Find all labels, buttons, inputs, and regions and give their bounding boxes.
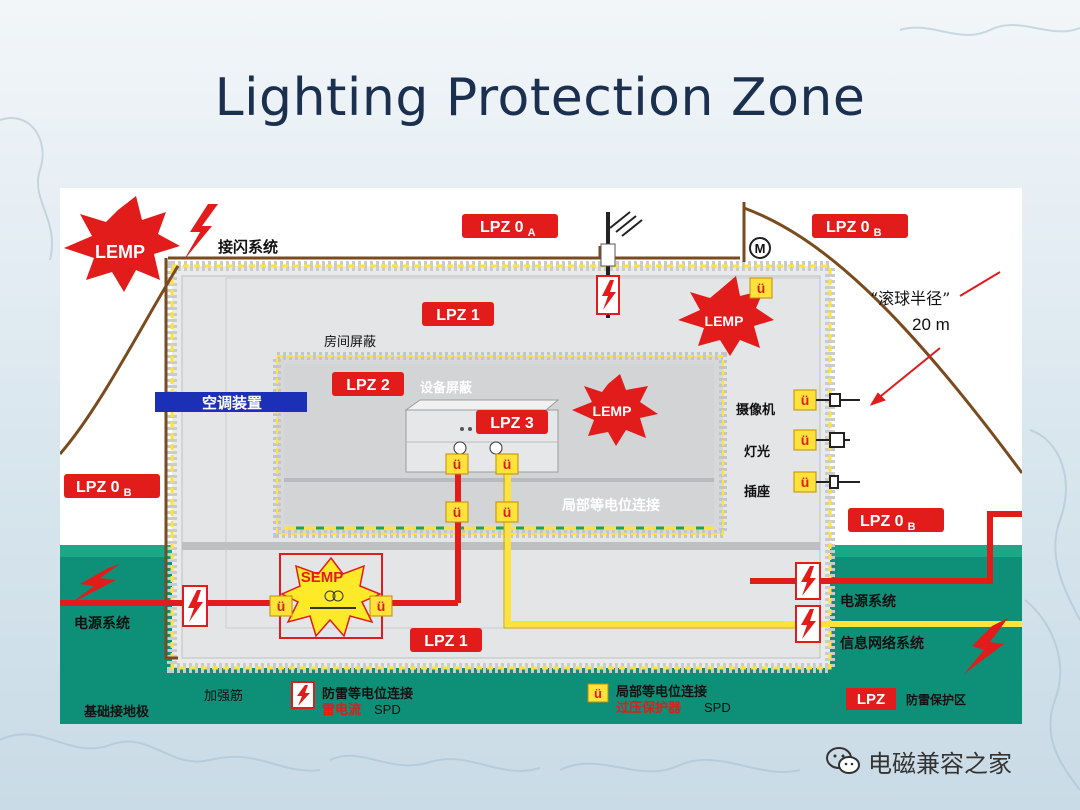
info-network-label: 信息网络系统	[840, 635, 924, 652]
camera-label: 摄像机	[736, 402, 775, 418]
rolling-sphere-arrows	[869, 271, 1001, 406]
u-badge-equip-2: ü	[503, 456, 512, 472]
u-badge-light: ü	[801, 432, 810, 448]
lpz3-label: LPZ 3	[490, 415, 534, 432]
legend-local-bonding: 局部等电位连接	[616, 684, 707, 700]
lpz1-top-label: LPZ 1	[436, 307, 480, 324]
room-shield-label: 房间屏蔽	[324, 334, 376, 350]
lpz1-bottom-label: LPZ 1	[424, 633, 468, 650]
legend-u-symbol: ü	[594, 686, 602, 701]
lemp-roof-label: LEMP	[705, 313, 744, 329]
legend-lpz-box	[846, 688, 896, 710]
watermark: 电磁兼容之家	[826, 744, 1012, 778]
legend-overvoltage: 过压保护器	[616, 700, 682, 716]
legend-lightning-current: 雷电流	[322, 702, 361, 718]
local-bonding-label: 局部等电位连接	[562, 497, 660, 514]
power-left-label: 电源系统	[74, 615, 130, 632]
foundation-earth-label: 基础接地极	[83, 704, 150, 720]
air-terminal-label: 接闪系统	[218, 238, 278, 256]
ac-unit-label: 空调装置	[202, 394, 262, 412]
socket-label: 插座	[744, 484, 770, 500]
legend-lightning-bonding: 防雷等电位连接	[322, 686, 413, 702]
lemp-burst-inner	[572, 374, 658, 446]
device-outlets	[816, 393, 860, 489]
lemp-burst-outer	[64, 196, 180, 292]
rolling-radius-label: 20 m	[912, 315, 950, 334]
air-termination-wires	[60, 202, 1022, 660]
motor-label: M	[755, 241, 766, 256]
u-badge-floor-2: ü	[503, 504, 512, 520]
watermark-text: 电磁兼容之家	[868, 749, 1012, 778]
u-badge-camera: ü	[801, 392, 810, 408]
lemp-inner-label: LEMP	[593, 403, 632, 419]
rebar-label: 加强筋	[204, 688, 243, 704]
legend-spd2: SPD	[704, 700, 731, 715]
motor-symbol	[749, 237, 771, 259]
legend-spd1: SPD	[374, 702, 401, 717]
lemp-outer-label: LEMP	[95, 242, 145, 262]
semp-label: SEMP	[301, 569, 344, 586]
u-spd-badges	[269, 277, 817, 617]
legend-lpz-desc: 防雷保护区	[906, 692, 966, 707]
legend-u-icon	[587, 683, 609, 703]
spd-red-boxes	[182, 275, 821, 643]
slide-title: Lighting Protection Zone	[214, 68, 866, 128]
ac-unit-bar	[155, 392, 307, 412]
lpz2-label: LPZ 2	[346, 377, 390, 394]
u-badge-floor-1: ü	[453, 504, 462, 520]
u-badge-roof: ü	[757, 280, 766, 296]
equipment-shield-label: 设备屏蔽	[420, 380, 473, 396]
u-badge-semp-left: ü	[277, 598, 286, 614]
u-badge-equip-1: ü	[453, 456, 462, 472]
u-badge-semp-right: ü	[377, 598, 386, 614]
legend-lpz-label: LPZ	[857, 691, 885, 708]
light-label: 灯光	[744, 444, 770, 460]
u-badge-socket: ü	[801, 474, 810, 490]
wechat-icon	[826, 747, 860, 774]
rolling-sphere-label: “滚球半径”	[870, 289, 950, 308]
power-right-label: 电源系统	[840, 593, 896, 610]
semp-burst	[280, 556, 382, 638]
lightning-bolt-icon	[70, 204, 1008, 674]
